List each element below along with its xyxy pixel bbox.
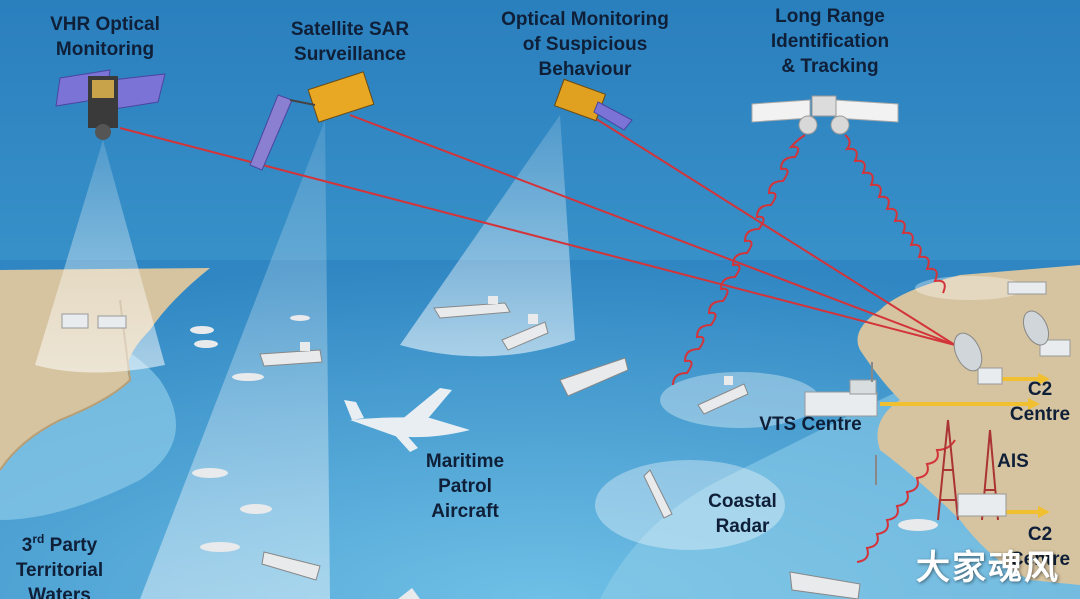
ship-icon [433,296,511,319]
coastline-left [0,299,132,471]
label-3rd-party-territorial-waters: 3rd Party Territorial Waters [2,533,117,599]
ship-icon [697,376,749,415]
arrowhead [1038,506,1050,518]
ship-icon [559,357,629,397]
label-coastal-radar: Coastal Radar [690,489,795,539]
label-line: Centre [1009,404,1071,425]
label-line: 3rd Party [2,533,117,558]
ais-towers-icon [875,419,1007,521]
ship-icon [259,342,323,367]
label-line: Coastal [708,491,777,512]
label-long-range-identification: Long Range Identification & Tracking [750,4,910,79]
ship-icon [398,588,420,599]
ais-link [856,439,956,563]
label-line: Aircraft [431,501,499,522]
label-line: Optical Monitoring [501,9,669,30]
ship-icon [200,542,240,552]
label-line: C2 [1027,524,1053,545]
vhr-satellite-icon [55,69,166,140]
label-line: Maritime [425,451,505,472]
label-line: Waters [28,585,91,599]
watermark: 大家魂风 [916,548,1060,588]
link-optical-c2 [589,114,956,346]
ship-icon [643,469,673,519]
vts-coverage [660,372,820,428]
label-c2-centre-upper: C2 Centre [1000,377,1080,427]
label-line: Surveillance [294,44,406,65]
land-right [857,265,1080,585]
ship-icon [190,326,214,334]
label-line: VHR Optical [50,14,160,35]
label-line: Satellite SAR [290,19,410,40]
label-line: Identification [770,31,890,52]
ship-icon [789,571,861,599]
label-ais: AIS [988,449,1038,474]
label-line: C2 [1027,379,1053,400]
optical-beam [400,115,575,357]
ship-icon [501,314,549,351]
arrowhead [1038,373,1050,385]
label-line: of Suspicious [522,34,648,55]
ship-icon [240,504,272,514]
label-superscript: rd [32,532,45,546]
label-c2-centre-lower: C2 Centre [1000,522,1080,572]
label-line: VTS Centre [759,414,862,435]
label-line: Long Range [775,6,885,27]
ship-icon [898,519,938,531]
radar-coverage [595,460,785,550]
label-number: 3 [21,535,33,556]
label-vhr-optical-monitoring: VHR Optical Monitoring [30,12,180,62]
buildings-left [61,313,127,329]
ship-icon [232,373,264,381]
label-line: Monitoring [55,39,155,60]
ship-icon [194,340,218,348]
patrol-aircraft-icon [344,388,470,452]
sar-beam [140,120,330,599]
label-text: Party [44,535,98,556]
link-sar-c2 [349,114,956,346]
optical-satellite-icon [553,78,633,131]
ship-icon [261,551,321,581]
label-line: & Tracking [781,56,879,77]
label-line: Behaviour [538,59,632,80]
sar-satellite-icon [249,71,375,171]
lrit-link-ship [672,134,806,386]
vts-building [804,362,878,417]
label-line: Territorial [15,560,104,581]
label-line: Radar [715,516,770,537]
lrit-link-shore [844,134,946,294]
label-maritime-patrol-aircraft: Maritime Patrol Aircraft [405,449,525,524]
label-satellite-sar: Satellite SAR Surveillance [270,17,430,67]
label-line: Patrol [438,476,492,497]
ship-icon [290,315,310,321]
label-line: AIS [997,451,1029,472]
arrowhead [1028,398,1040,410]
ship-icon [192,468,228,478]
label-vts-centre: VTS Centre [748,412,873,437]
lrit-satellite-icon [751,95,899,135]
label-optical-suspicious-behaviour: Optical Monitoring of Suspicious Behavio… [485,7,685,82]
label-line: Centre [1009,549,1071,570]
c2-centre-buildings [953,281,1071,385]
